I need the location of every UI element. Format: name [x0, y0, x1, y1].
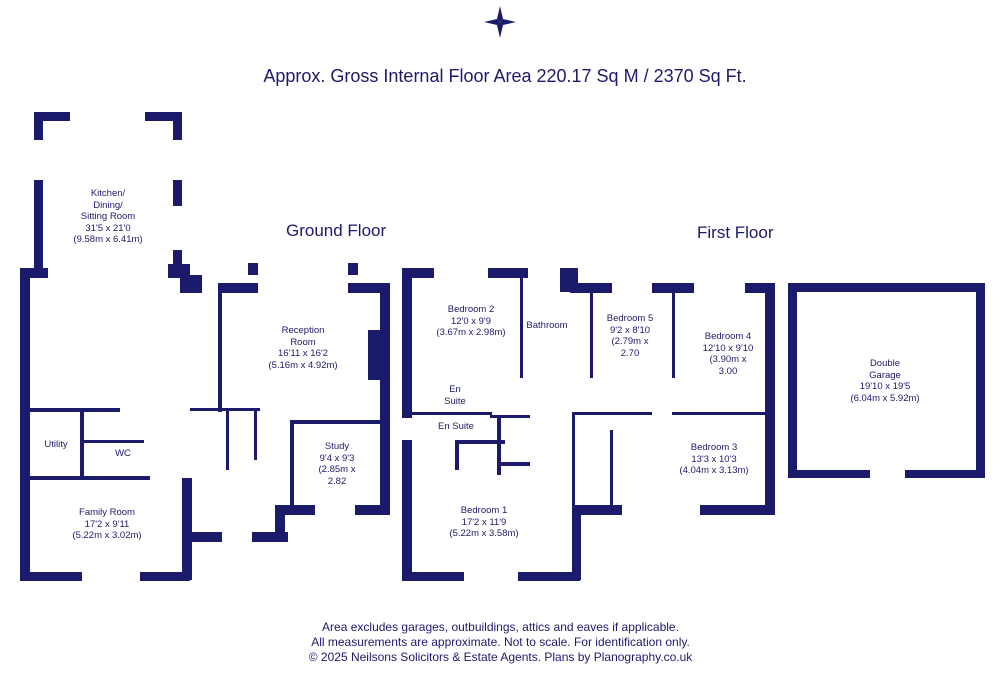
garage-walls [788, 283, 985, 478]
room-en-suite-2: En Suite [438, 421, 474, 432]
room-wc: WC [115, 448, 131, 459]
first-floor-walls [402, 268, 775, 581]
ground-floor-walls [20, 112, 390, 581]
first-floor-label: First Floor [697, 223, 774, 242]
floor-area-title: Approx. Gross Internal Floor Area 220.17… [263, 66, 747, 86]
disclaimer: Area excludes garages, outbuildings, att… [308, 620, 693, 664]
compass-icon [484, 6, 516, 38]
room-bathroom: Bathroom [526, 320, 568, 331]
room-utility: Utility [44, 439, 68, 450]
ground-floor-label: Ground Floor [286, 221, 387, 240]
